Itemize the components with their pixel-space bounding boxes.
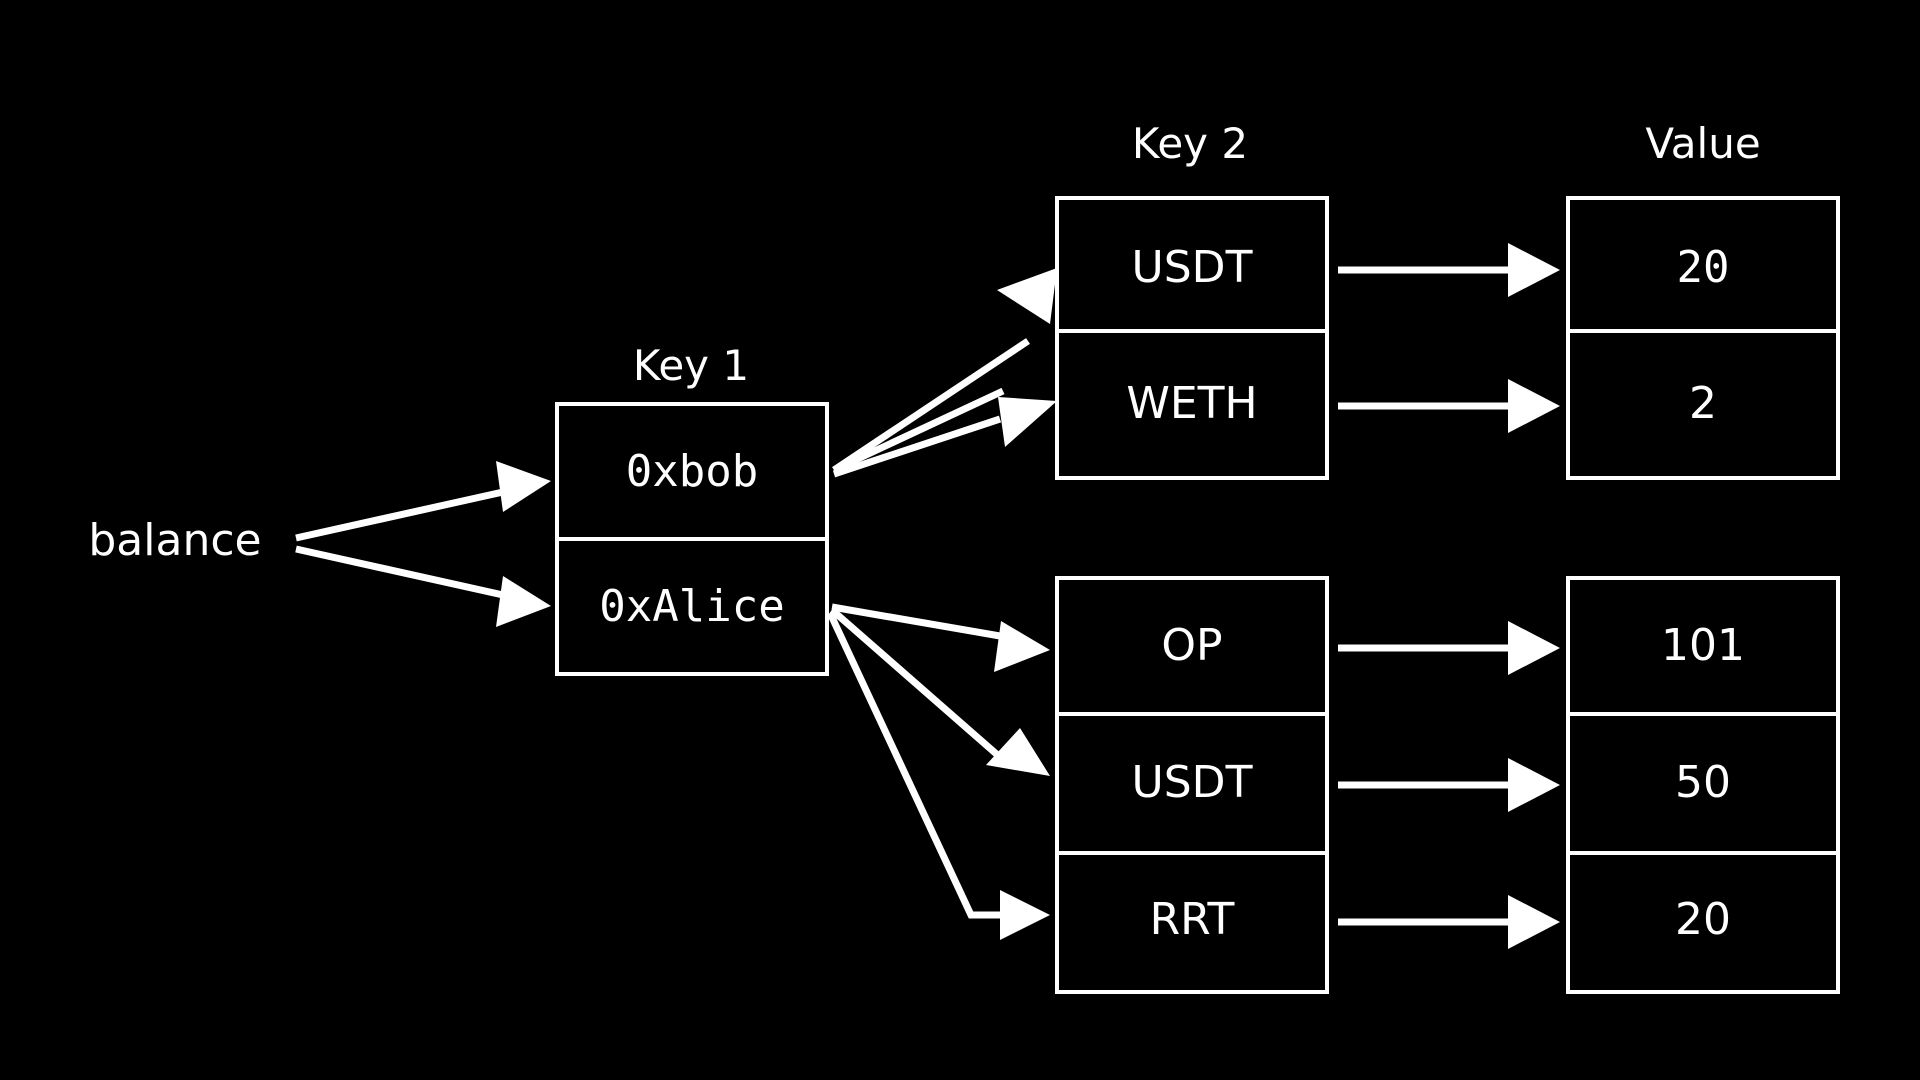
value-box-0xbob-outline xyxy=(1566,196,1840,480)
key2-box-0xalice-outline xyxy=(1055,576,1329,994)
value-cell-0xalice-rrt[interactable]: 20 xyxy=(1675,894,1731,945)
key2-cell-0xbob-weth[interactable]: WETH xyxy=(1126,378,1257,429)
key1-cell-0xalice[interactable]: 0xAlice xyxy=(599,581,784,632)
edge-rrt-to-20 xyxy=(1338,895,1560,949)
edge-0xalice-to-usdt xyxy=(829,607,1050,776)
key2-cell-0xalice-usdt[interactable]: USDT xyxy=(1132,757,1253,808)
value-box-0xbob: 20 2 xyxy=(1566,196,1840,480)
key2-cell-0xbob-usdt[interactable]: USDT xyxy=(1132,242,1253,293)
value-cell-0xalice-op[interactable]: 101 xyxy=(1661,620,1745,671)
column-header-key2: Key 2 xyxy=(1132,119,1248,168)
source-label-balance: balance xyxy=(88,515,261,566)
edge-0xalice-to-op xyxy=(831,603,1050,672)
key2-cell-0xalice-rrt[interactable]: RRT xyxy=(1150,894,1235,945)
edge-0xalice-to-rrt xyxy=(826,611,1050,940)
edge-balance-to-0xalice xyxy=(295,545,551,627)
key2-box-0xalice: OP USDT RRT xyxy=(1055,576,1329,994)
edge-weth-to-2 xyxy=(1338,379,1560,433)
key1-box: 0xbob 0xAlice xyxy=(555,402,829,676)
column-header-key1: Key 1 xyxy=(633,341,749,390)
edge-0xbob-to-usdt xyxy=(832,268,1057,474)
edge-op-to-101 xyxy=(1338,621,1560,675)
key1-cell-0xbob[interactable]: 0xbob xyxy=(626,446,758,497)
key2-cell-0xalice-op[interactable]: OP xyxy=(1161,620,1222,671)
value-cell-0xbob-usdt[interactable]: 20 xyxy=(1677,242,1730,293)
key2-box-0xbob: USDT WETH xyxy=(1055,196,1329,480)
edge-usdt-to-50 xyxy=(1338,758,1560,812)
edge-balance-to-0xbob xyxy=(295,461,551,542)
key2-box-0xbob-outline xyxy=(1055,196,1329,480)
edge-usdt-to-20 xyxy=(1338,243,1560,297)
value-cell-0xalice-usdt[interactable]: 50 xyxy=(1675,757,1731,808)
column-header-value: Value xyxy=(1645,119,1760,168)
value-cell-0xbob-weth[interactable]: 2 xyxy=(1689,378,1717,429)
value-box-0xalice-outline xyxy=(1566,576,1840,994)
value-box-0xalice: 101 50 20 xyxy=(1566,576,1840,994)
edge-0xbob-to-weth xyxy=(832,397,1057,478)
